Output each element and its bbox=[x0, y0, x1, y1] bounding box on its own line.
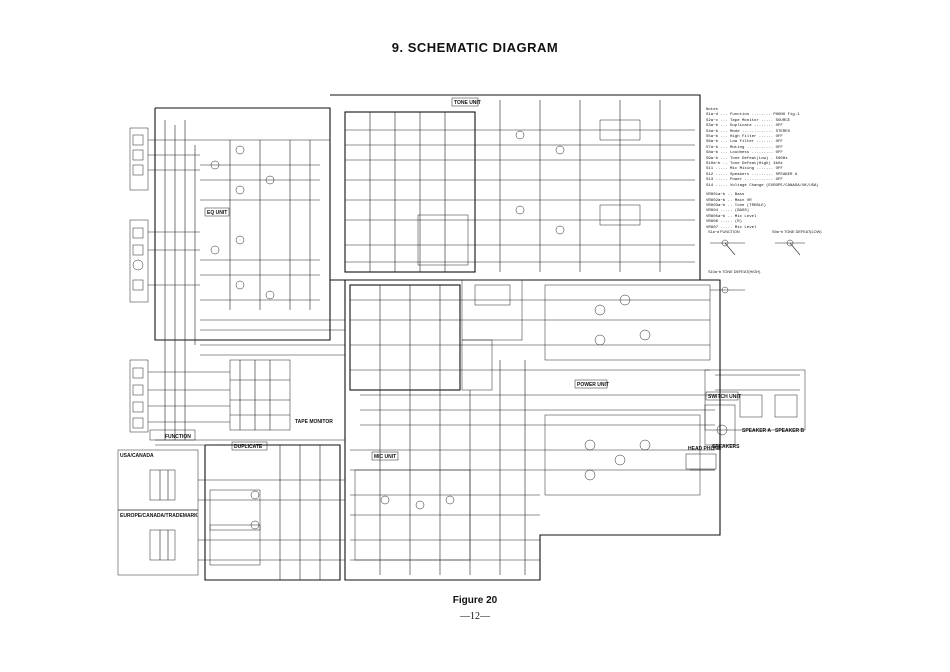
tone-unit-section bbox=[344, 100, 695, 273]
notes-vr-6: VR807 ..... Mic Level bbox=[706, 225, 757, 230]
europe-variant-label: EUROPE/CANADA/TRADEMARK bbox=[120, 513, 198, 519]
notes-vr-1: VR802a~b .. Main VR bbox=[706, 198, 752, 203]
notes-switch-0: S1a~d ... Function ........ PHONO Fig-1 bbox=[706, 113, 800, 118]
notes-switch-8: S9a~b ... Tone Defeat(Low) . 500Hz bbox=[706, 156, 788, 161]
function-label: FUNCTION bbox=[165, 434, 191, 440]
notes-vr-0: VR801a~b .. Bass bbox=[706, 193, 745, 198]
speaker-b-label: SPEAKER B bbox=[775, 428, 805, 434]
power-board-outline bbox=[204, 444, 341, 581]
tape-monitor-label: TAPE MONITOR bbox=[295, 419, 333, 425]
fig2-title: S9a~b TONE DEFEAT(LOW) bbox=[772, 230, 822, 234]
notes-switch-3: S4a~b ... Mode ............. STEREO bbox=[706, 129, 791, 134]
notes-switch-5: S6a~b ... Low Filter ....... OFF bbox=[706, 140, 783, 145]
figure-1-sketch bbox=[710, 239, 805, 294]
function-switch-block bbox=[149, 359, 291, 451]
head-phone-label: HEAD PHONE bbox=[688, 446, 722, 452]
notes-vr-4: VR805a~b .. Mic Level bbox=[706, 214, 757, 219]
notes-vr-2: VR803a~b .. Tone (TREBLE) bbox=[706, 203, 767, 208]
speakers-label: SPEAKERS bbox=[712, 444, 740, 450]
notes-switch-2: S3a~b ... Duplicate ........ OFF bbox=[706, 124, 783, 129]
notes-switch-12: S13 ..... Power ............ OFF bbox=[706, 178, 783, 183]
notes-vr-5: VR806 ..... (R) bbox=[706, 220, 743, 225]
notes-switch-1: S2a~c ... Tape Monitor ..... SOURCE bbox=[706, 118, 791, 123]
notes-switch-9: S10a~b .. Tone Defeat(High) 4kHz bbox=[706, 162, 783, 167]
main-board-outline bbox=[330, 94, 701, 281]
notes-switch-13: S14 ..... Voltage Change (EUROPE/CANADA/… bbox=[706, 183, 819, 188]
fig3-title: S10a~b TONE DEFEAT(HIGH) bbox=[708, 270, 761, 274]
speaker-a-label: SPEAKER A bbox=[742, 428, 771, 434]
notes-switch-10: S11 ..... Mic Mixing ....... OFF bbox=[706, 167, 783, 172]
left-bus-wires bbox=[148, 120, 345, 446]
usa-canada-label: USA/CANADA bbox=[120, 453, 154, 459]
eq-unit-transistors bbox=[200, 140, 320, 310]
eq-board-outline bbox=[154, 107, 331, 341]
notes-switch-6: S7a~b ... Muting ........... OFF bbox=[706, 145, 783, 150]
power-unit-label: POWER UNIT bbox=[577, 382, 609, 388]
notes-switch-7: S8a~b ... Loudness ......... OFF bbox=[706, 151, 783, 156]
page-number: —12— bbox=[460, 611, 490, 622]
mic-unit-label: MIC UNIT bbox=[374, 454, 396, 460]
notes-switch-4: S5a~b ... High Filter ...... OFF bbox=[706, 135, 783, 140]
fig1-title: S1a~d FUNCTION bbox=[708, 230, 740, 234]
amp-board-outline bbox=[344, 279, 721, 581]
input-jacks bbox=[129, 127, 149, 433]
switch-unit-label: SWITCH UNIT bbox=[708, 394, 741, 400]
notes-block: Notes S1a~d ... Function ........ PHONO … bbox=[706, 108, 866, 231]
figure-caption: Figure 20 bbox=[452, 595, 498, 606]
notes-vr-3: VR804 ..... (BASS) bbox=[706, 209, 750, 214]
amp-section bbox=[349, 279, 715, 575]
notes-heading: Notes bbox=[706, 108, 719, 112]
notes-switch-11: S12 ..... Speakers ......... SPEAKER A bbox=[706, 172, 798, 177]
switch-unit-section bbox=[685, 369, 806, 471]
tone-unit-label: TONE UNIT bbox=[454, 100, 481, 106]
power-transformer-section bbox=[117, 445, 345, 580]
eq-unit-label: EQ UNIT bbox=[207, 210, 227, 216]
duplicate-label: DUPLICATE bbox=[234, 444, 263, 450]
page-title: 9. SCHEMATIC DIAGRAM bbox=[391, 40, 559, 55]
